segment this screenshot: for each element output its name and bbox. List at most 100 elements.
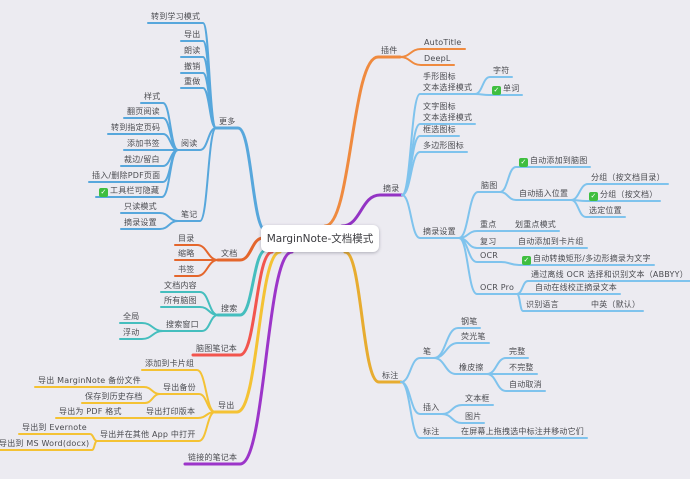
node-shibie-yuyan[interactable]: 识别语言 xyxy=(523,299,562,310)
edge-bi xyxy=(400,357,435,383)
node-pdf-geshi[interactable]: 导出为 PDF 格式 xyxy=(56,406,125,417)
node-autotitle[interactable]: AutoTitle xyxy=(421,37,465,48)
node-lixian-ocr[interactable]: 通过离线 OCR 选择和识别文本（ABBYY） xyxy=(528,269,690,280)
node-bu-wanzheng[interactable]: 不完整 xyxy=(506,362,537,373)
node-label: 翻页阅读 xyxy=(127,107,160,116)
node-langdu[interactable]: 朗读 xyxy=(181,45,203,56)
node-tianjia-shuqian[interactable]: 添加书签 xyxy=(124,138,163,149)
node-zhongdian[interactable]: 重点 xyxy=(477,219,499,230)
node-label: 插件 xyxy=(381,46,398,55)
node-label: 摘录设置 xyxy=(423,227,456,236)
node-dayin-banben[interactable]: 导出打印版本 xyxy=(143,406,198,417)
node-yangshi[interactable]: 样式 xyxy=(141,91,163,102)
node-fenzu-wendang[interactable]: ✓分组（按文档） xyxy=(586,189,660,201)
node-charu-shanchu-pdf[interactable]: 插入/删除PDF页面 xyxy=(89,170,163,181)
node-deepl[interactable]: DeepL xyxy=(421,53,454,64)
node-daochu-menu[interactable]: 导出 xyxy=(181,29,203,40)
node-wendang[interactable]: 文档 xyxy=(218,248,240,259)
edge-zidong-zhuanhuan xyxy=(500,261,655,266)
node-zaixian-jiaozheng[interactable]: 自动在线校正摘录文本 xyxy=(532,282,620,293)
node-zidong-zhuanhuan[interactable]: ✓自动转换矩形/多边形摘录为文字 xyxy=(519,253,654,265)
edge-biji xyxy=(177,127,217,222)
node-biaozhu-zi[interactable]: 标注 xyxy=(420,426,442,437)
node-fenzu-mulu[interactable]: 分组（按文档目录） xyxy=(588,172,668,183)
node-duobianxing[interactable]: 多边形图标 xyxy=(420,140,467,151)
edge-danci xyxy=(474,93,523,96)
node-label: 完整 xyxy=(509,347,526,356)
node-xiangpica[interactable]: 橡皮擦 xyxy=(456,362,487,373)
node-naotu[interactable]: 脑图 xyxy=(478,180,500,191)
node-ocr-pro[interactable]: OCR Pro xyxy=(477,282,517,293)
node-gongjulan[interactable]: ✓工具栏可隐藏 xyxy=(96,185,162,197)
node-label: 导出 xyxy=(184,30,201,39)
node-fuxi[interactable]: 复习 xyxy=(477,236,499,247)
node-label: 橡皮擦 xyxy=(459,363,484,372)
node-label: 工具栏可隐藏 xyxy=(110,186,160,195)
node-beifen-wenjian[interactable]: 导出 MarginNote 备份文件 xyxy=(35,375,144,386)
node-wenbenkuang[interactable]: 文本框 xyxy=(462,393,493,404)
node-chajian[interactable]: 插件 xyxy=(378,45,400,56)
node-sousuo[interactable]: 搜索 xyxy=(218,303,240,314)
node-lishi-cundang[interactable]: 保存到历史存档 xyxy=(82,391,145,402)
node-zhailu-shezhi[interactable]: 摘录设置 xyxy=(420,226,459,237)
node-wanzheng[interactable]: 完整 xyxy=(506,346,528,357)
node-biaozhu[interactable]: 标注 xyxy=(379,370,401,381)
node-zifu[interactable]: 字符 xyxy=(490,65,512,76)
node-suolue[interactable]: 缩略 xyxy=(175,248,197,259)
node-tuozhuai[interactable]: 在屏幕上拖拽选中标注并移动它们 xyxy=(458,426,587,437)
node-wenzi-tubiao[interactable]: 文字图标 文本选择模式 xyxy=(420,101,475,123)
node-zhailu-shezhi-biji[interactable]: 摘录设置 xyxy=(121,217,160,228)
node-wendang-neirong[interactable]: 文档内容 xyxy=(161,280,200,291)
node-bi[interactable]: 笔 xyxy=(420,346,434,357)
node-charu[interactable]: 插入 xyxy=(420,402,442,413)
node-zidong-tianjia-naotu[interactable]: ✓自动添加到脑图 xyxy=(516,155,590,167)
node-sousuo-chuangkou[interactable]: 搜索窗口 xyxy=(163,319,202,330)
node-zidong-charu-weizhi[interactable]: 自动插入位置 xyxy=(516,188,571,199)
node-zidong-tianjia-kapian[interactable]: 自动添加到卡片组 xyxy=(515,236,587,247)
node-shouxing-tubiao[interactable]: 手形图标 文本选择模式 xyxy=(420,71,475,93)
node-chexiao[interactable]: 撤销 xyxy=(181,61,203,72)
node-biji[interactable]: 笔记 xyxy=(178,209,200,220)
node-zhailu[interactable]: 摘录 xyxy=(380,183,402,194)
node-mulu[interactable]: 目录 xyxy=(175,233,197,244)
node-shuqian[interactable]: 书签 xyxy=(175,264,197,275)
central-topic[interactable]: MarginNote-文档模式 xyxy=(261,225,379,252)
node-ocr[interactable]: OCR xyxy=(477,250,501,261)
node-lianjie-bijiben[interactable]: 链接的笔记本 xyxy=(185,452,240,463)
node-fanye-yuedu[interactable]: 翻页阅读 xyxy=(124,106,163,117)
node-danci[interactable]: ✓单词 xyxy=(489,83,522,95)
node-label: 导出 xyxy=(218,401,235,410)
node-kuangxuan[interactable]: 框选图标 xyxy=(420,124,459,135)
node-gangbi[interactable]: 钢笔 xyxy=(458,316,480,327)
node-quanju[interactable]: 全局 xyxy=(120,311,142,322)
node-naotu-bijiben[interactable]: 脑图笔记本 xyxy=(193,343,240,354)
node-msword[interactable]: 导出到 MS Word(docx) xyxy=(0,438,92,449)
node-label: 选定位置 xyxy=(589,206,622,215)
node-evernote[interactable]: 导出到 Evernote xyxy=(19,422,90,433)
node-xuanding-weizhi[interactable]: 选定位置 xyxy=(586,205,625,216)
node-yingguangbi[interactable]: 荧光笔 xyxy=(458,331,489,342)
node-label: 中英（默认） xyxy=(591,300,641,309)
node-label: 单词 xyxy=(503,84,520,93)
node-label: 自动在线校正摘录文本 xyxy=(535,283,617,292)
node-qita-app[interactable]: 导出并在其他 App 中打开 xyxy=(97,429,199,440)
node-caibian-liubai[interactable]: 裁边/留白 xyxy=(121,154,163,165)
node-fudong[interactable]: 浮动 xyxy=(120,327,142,338)
node-label: 添加到卡片组 xyxy=(145,359,195,368)
node-tianjia-dao-kapianzu[interactable]: 添加到卡片组 xyxy=(142,358,197,369)
node-gengduo[interactable]: 更多 xyxy=(216,116,238,127)
node-chongzuo[interactable]: 重做 xyxy=(181,76,203,87)
node-daochu-beifen[interactable]: 导出备份 xyxy=(160,382,199,393)
node-zhongying[interactable]: 中英（默认） xyxy=(588,299,643,310)
node-yuedu[interactable]: 阅读 xyxy=(178,138,200,149)
node-zidong-quxiao[interactable]: 自动取消 xyxy=(506,379,545,390)
node-hua-zhongdian[interactable]: 划重点模式 xyxy=(512,219,559,230)
node-zhuan-xuexi[interactable]: 转到学习模式 xyxy=(148,11,203,22)
node-daochu[interactable]: 导出 xyxy=(215,400,237,411)
node-label: 朗读 xyxy=(184,46,201,55)
node-zhiding-yema[interactable]: 转到指定页码 xyxy=(108,122,163,133)
node-suoyou-naotu[interactable]: 所有脑图 xyxy=(161,295,200,306)
node-tupian[interactable]: 图片 xyxy=(462,411,484,422)
node-zhidu-moshi[interactable]: 只读模式 xyxy=(121,201,160,212)
